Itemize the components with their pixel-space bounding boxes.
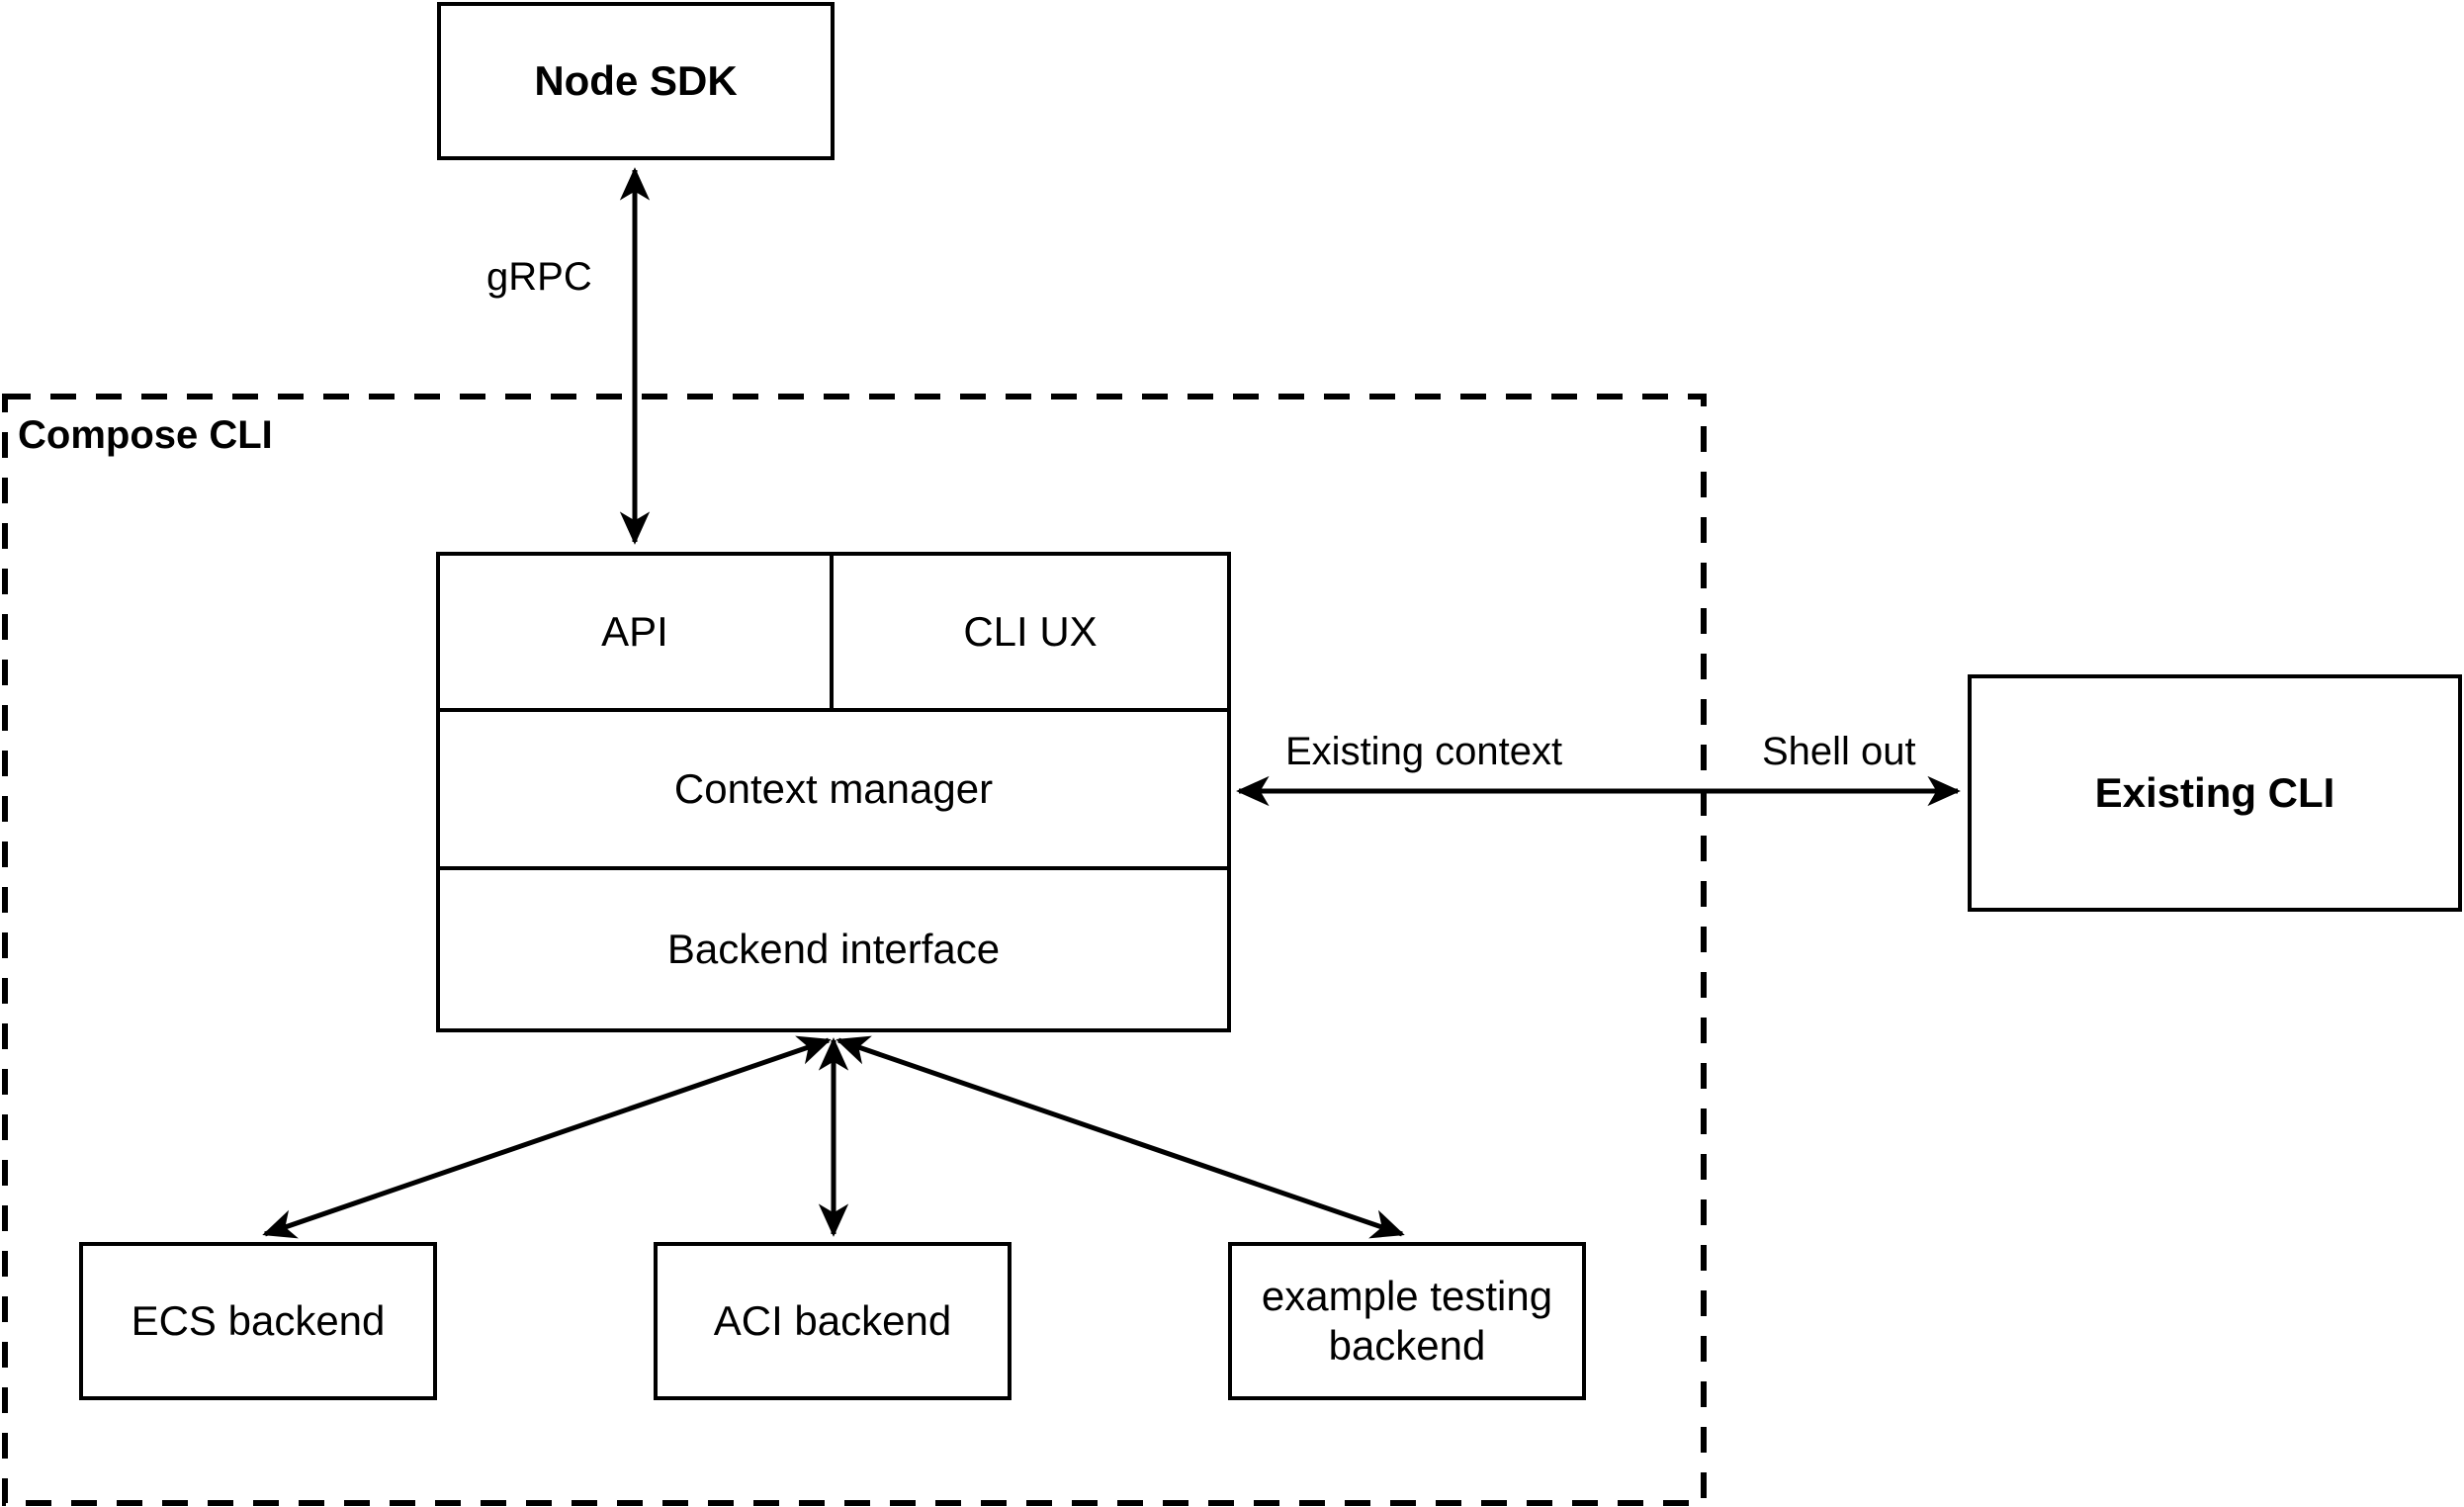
existing-cli-box[interactable]: Existing CLI bbox=[1968, 674, 2462, 912]
backend-interface-cell[interactable]: Backend interface bbox=[440, 870, 1227, 1028]
compose-cli-stack: API CLI UX Context manager Backend inter… bbox=[436, 552, 1231, 1032]
stack-row-context-manager: Context manager bbox=[440, 712, 1227, 870]
example-testing-backend-label-line1: example testing bbox=[1261, 1273, 1553, 1320]
cli-ux-label: CLI UX bbox=[963, 608, 1098, 655]
node-sdk-box[interactable]: Node SDK bbox=[437, 2, 835, 160]
stack-row-api-cliux: API CLI UX bbox=[440, 556, 1227, 712]
compose-cli-group-label: Compose CLI bbox=[18, 413, 273, 457]
example-testing-backend-label: example testing backend bbox=[1262, 1272, 1552, 1370]
shell-out-edge-label: Shell out bbox=[1762, 730, 1916, 773]
api-label: API bbox=[601, 608, 668, 655]
ecs-backend-label: ECS backend bbox=[131, 1297, 386, 1345]
cli-ux-cell[interactable]: CLI UX bbox=[834, 556, 1227, 708]
api-cell[interactable]: API bbox=[440, 556, 834, 708]
aci-backend-label: ACI backend bbox=[713, 1297, 952, 1345]
grpc-edge-label: gRPC bbox=[486, 255, 592, 299]
stack-row-backend-interface: Backend interface bbox=[440, 870, 1227, 1028]
example-testing-backend-box[interactable]: example testing backend bbox=[1228, 1242, 1586, 1400]
backend-example-arrow bbox=[836, 1035, 1405, 1239]
aci-backend-box[interactable]: ACI backend bbox=[654, 1242, 1012, 1400]
existing-cli-label: Existing CLI bbox=[2094, 769, 2335, 817]
backend-interface-label: Backend interface bbox=[666, 926, 1001, 972]
ecs-backend-box[interactable]: ECS backend bbox=[79, 1242, 437, 1400]
node-sdk-label: Node SDK bbox=[534, 57, 738, 105]
example-testing-backend-label-line2: backend bbox=[1328, 1322, 1486, 1369]
context-manager-label: Context manager bbox=[673, 765, 994, 812]
backend-ecs-arrow bbox=[262, 1035, 832, 1239]
context-manager-cell[interactable]: Context manager bbox=[440, 712, 1227, 866]
existing-context-edge-label: Existing context bbox=[1285, 730, 1563, 773]
